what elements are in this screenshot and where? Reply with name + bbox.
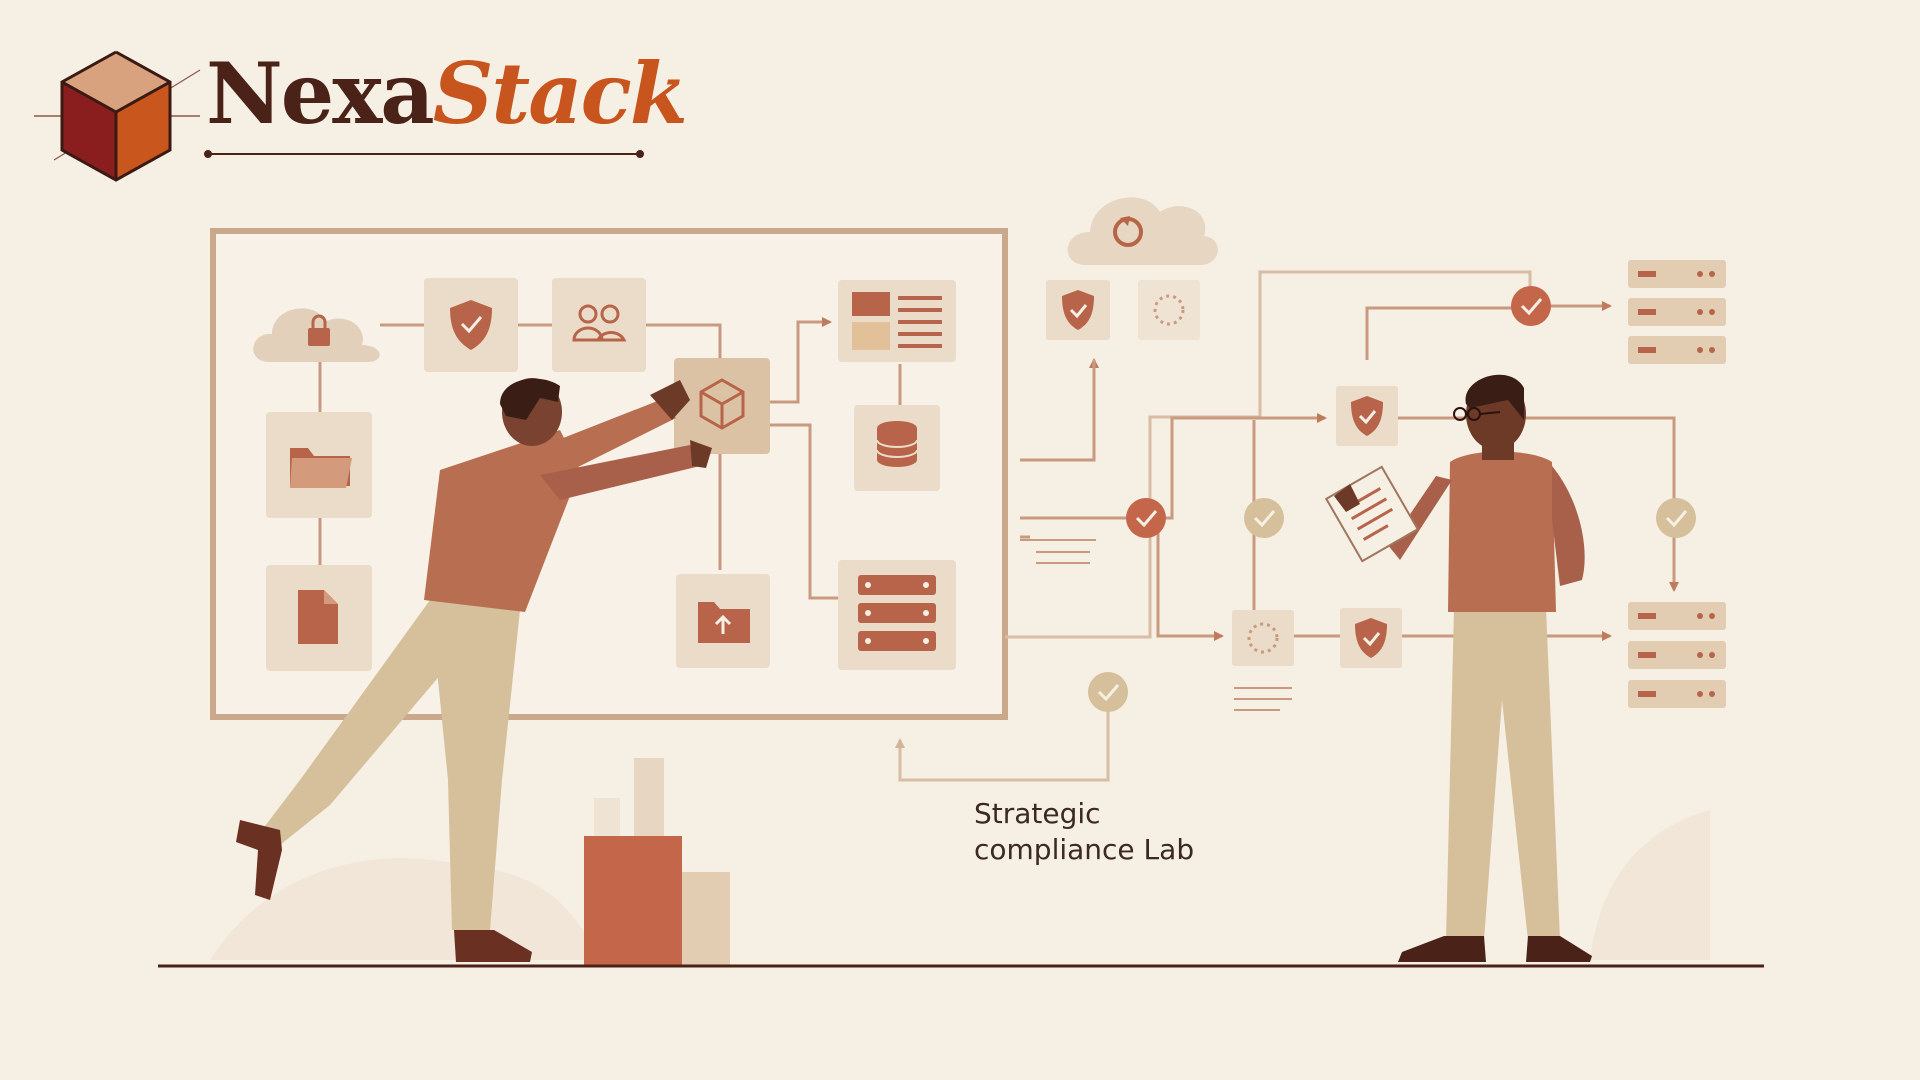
shield-check-icon [1336, 386, 1398, 446]
check-circle-icon [1656, 498, 1696, 538]
shield-check-icon [1340, 608, 1402, 668]
caption-line2: compliance Lab [974, 833, 1195, 866]
brand-wordmark: NexaStack [206, 52, 688, 136]
server-stack-icon [1628, 260, 1726, 364]
document-icon [266, 565, 372, 671]
cube-icon [674, 358, 770, 454]
caption-line1: Strategic [974, 797, 1101, 830]
shield-check-icon [1046, 280, 1110, 340]
server-stack-icon [838, 560, 956, 670]
shield-check-icon [424, 278, 518, 372]
building-blocks [584, 758, 730, 966]
folder-icon [266, 412, 372, 518]
cloud-lock-icon [253, 308, 380, 362]
check-circle-icon [1511, 286, 1551, 326]
server-stack-icon [1628, 602, 1726, 708]
check-circle-icon [1244, 498, 1284, 538]
database-icon [854, 405, 940, 491]
gear-circle-icon [1138, 280, 1200, 340]
brand-underline [204, 150, 644, 158]
cube-logo-icon [34, 50, 201, 182]
check-circle-icon [1088, 672, 1128, 712]
person-builder [236, 378, 712, 962]
caption-text: Strategic compliance Lab [974, 796, 1194, 868]
folder-upload-icon [676, 574, 770, 668]
brand-name-part1: Nexa [206, 44, 435, 143]
layout-icon [838, 280, 956, 362]
users-icon [552, 278, 646, 372]
check-circle-icon [1126, 498, 1166, 538]
cloud-sync-icon [1067, 197, 1218, 265]
person-reviewer [1324, 374, 1592, 962]
gear-circle-icon [1232, 610, 1294, 666]
brand-name-part2: Stack [432, 44, 688, 143]
